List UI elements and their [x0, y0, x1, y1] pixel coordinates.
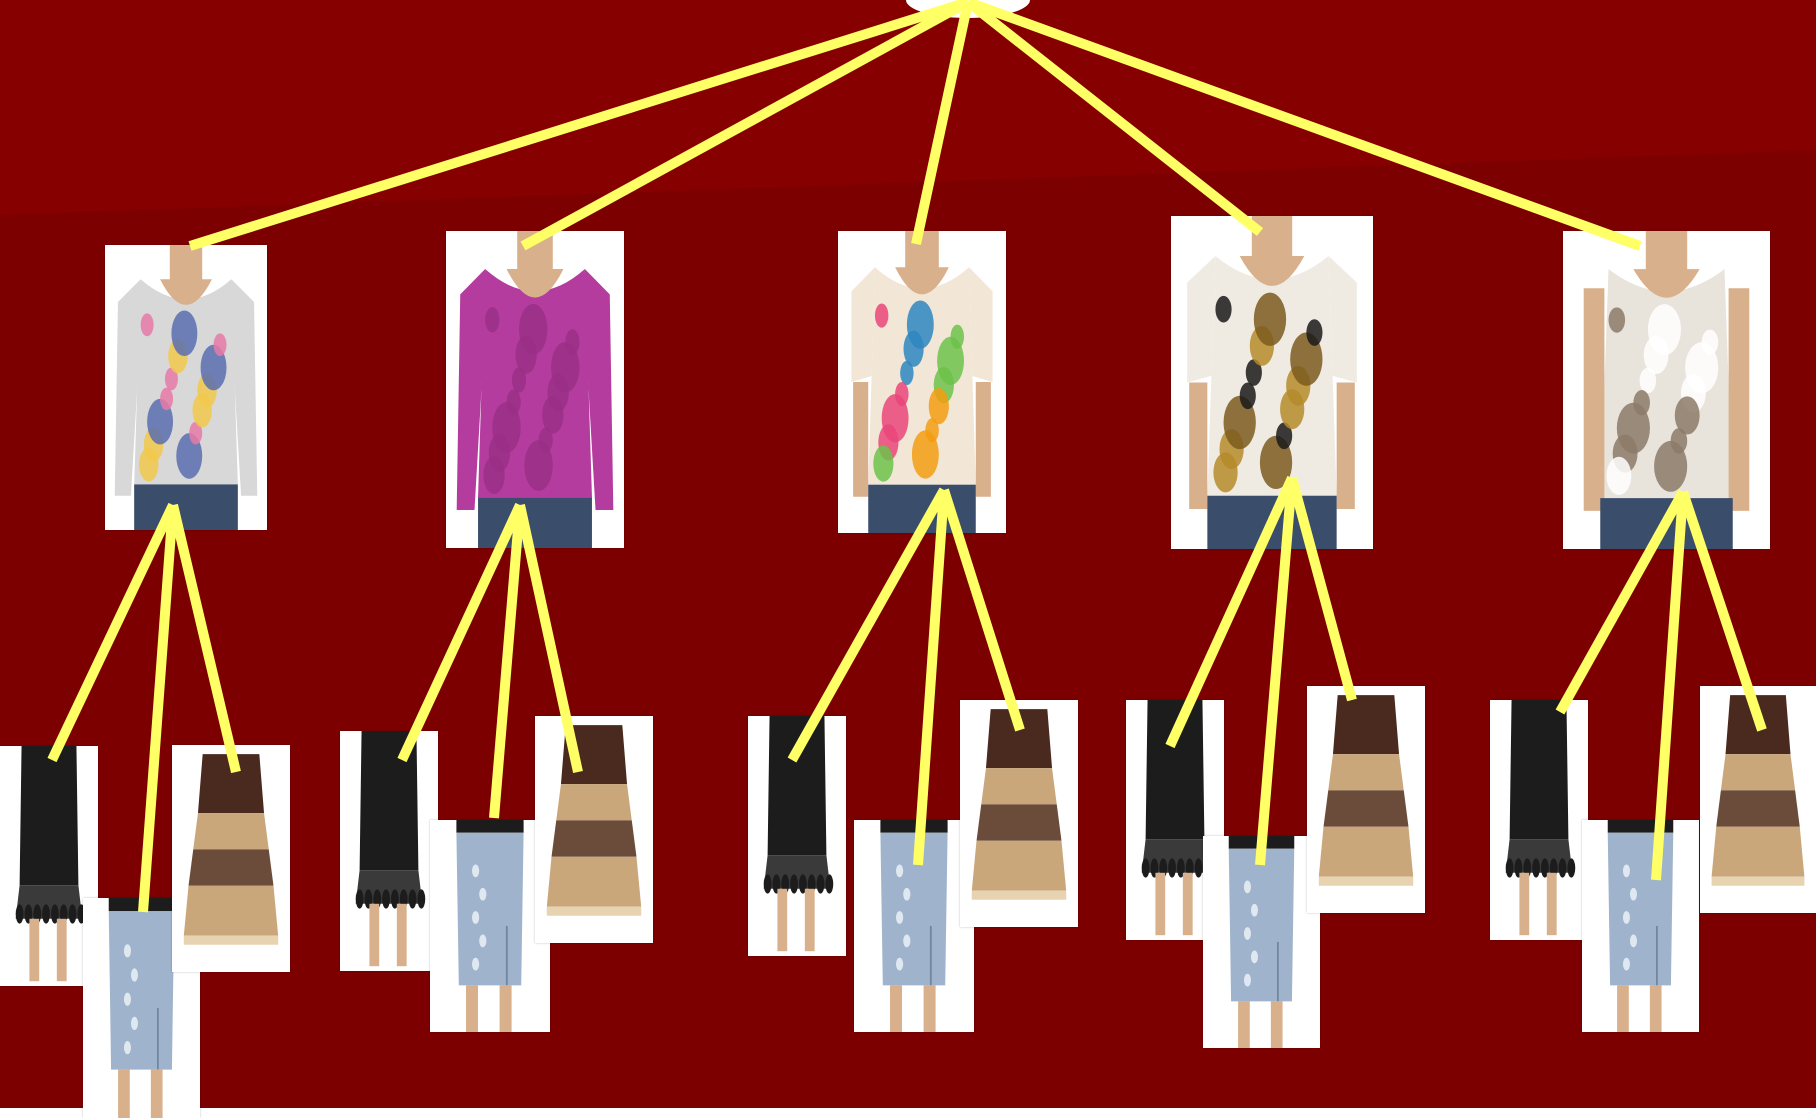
connector-top-1-to-skirt-3: [173, 505, 236, 772]
connector-top-5-to-skirt-1: [1560, 492, 1683, 712]
connector-top-2-to-skirt-3: [520, 505, 578, 772]
connector-root-to-top-5: [968, 2, 1640, 246]
connector-root-to-top-3: [916, 2, 968, 244]
connector-root-to-top-4: [968, 2, 1260, 232]
connector-root-to-top-1: [190, 2, 968, 246]
connector-top-3-to-skirt-2: [918, 490, 944, 865]
connector-top-5-to-skirt-3: [1683, 492, 1762, 730]
connector-top-5-to-skirt-2: [1656, 492, 1683, 880]
connector-top-3-to-skirt-3: [944, 490, 1020, 730]
connector-top-4-to-skirt-3: [1292, 478, 1352, 700]
connector-top-3-to-skirt-1: [792, 490, 944, 760]
